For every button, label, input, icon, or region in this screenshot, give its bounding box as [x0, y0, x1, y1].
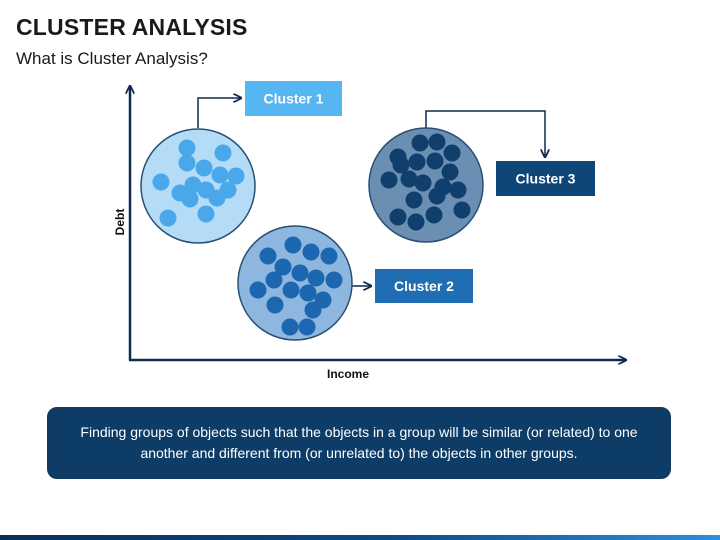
- data-point: [314, 291, 332, 309]
- cluster-1-label-box: Cluster 1: [245, 81, 342, 116]
- data-point: [284, 236, 302, 254]
- data-point: [249, 281, 267, 299]
- data-point: [428, 187, 446, 205]
- cluster-3-connector: [425, 110, 545, 157]
- data-point: [425, 206, 443, 224]
- x-axis-label: Income: [327, 367, 369, 381]
- cluster-1-connector: [197, 98, 241, 128]
- cluster-2-label-box: Cluster 2: [375, 269, 473, 303]
- data-point: [441, 163, 459, 181]
- data-point: [380, 171, 398, 189]
- data-point: [407, 213, 425, 231]
- cluster-2-label-bg: [375, 269, 473, 303]
- description-text: Finding groups of objects such that the …: [80, 424, 638, 461]
- cluster-3-group: [368, 127, 484, 243]
- data-point: [392, 156, 410, 174]
- data-point: [159, 209, 177, 227]
- data-point: [389, 208, 407, 226]
- data-point: [281, 318, 299, 336]
- data-point: [265, 271, 283, 289]
- cluster-3-label-bg: [496, 161, 595, 196]
- description-box: Finding groups of objects such that the …: [47, 407, 671, 479]
- footer-bar: [0, 535, 720, 540]
- cluster-2-label: Cluster 2: [394, 278, 454, 294]
- data-point: [449, 181, 467, 199]
- data-point: [302, 243, 320, 261]
- cluster-1-group: [140, 128, 256, 244]
- data-point: [184, 176, 202, 194]
- cluster-1-label: Cluster 1: [264, 91, 324, 107]
- data-point: [426, 152, 444, 170]
- data-point: [320, 247, 338, 265]
- data-point: [428, 133, 446, 151]
- data-point: [195, 159, 213, 177]
- slide-subtitle: What is Cluster Analysis?: [16, 49, 208, 68]
- data-point: [411, 134, 429, 152]
- data-point: [274, 258, 292, 276]
- data-point: [282, 281, 300, 299]
- cluster-3-label: Cluster 3: [516, 171, 576, 187]
- data-point: [453, 201, 471, 219]
- cluster-1-label-bg: [245, 81, 342, 116]
- data-point: [400, 170, 418, 188]
- data-point: [178, 154, 196, 172]
- data-point: [443, 144, 461, 162]
- data-point: [227, 167, 245, 185]
- data-point: [405, 191, 423, 209]
- data-point: [298, 318, 316, 336]
- data-point: [414, 174, 432, 192]
- data-point: [266, 296, 284, 314]
- data-point: [181, 190, 199, 208]
- data-point: [307, 269, 325, 287]
- data-point: [211, 166, 229, 184]
- cluster-2-group: [237, 225, 353, 341]
- data-point: [197, 205, 215, 223]
- y-axis-label: Debt: [113, 209, 127, 236]
- slide-title: CLUSTER ANALYSIS: [16, 14, 248, 40]
- data-point: [291, 264, 309, 282]
- data-point: [152, 173, 170, 191]
- data-point: [325, 271, 343, 289]
- data-point: [214, 144, 232, 162]
- data-point: [208, 189, 226, 207]
- data-point: [299, 284, 317, 302]
- data-point: [259, 247, 277, 265]
- cluster-3-label-box: Cluster 3: [496, 161, 595, 196]
- data-point: [408, 153, 426, 171]
- data-point: [178, 139, 196, 157]
